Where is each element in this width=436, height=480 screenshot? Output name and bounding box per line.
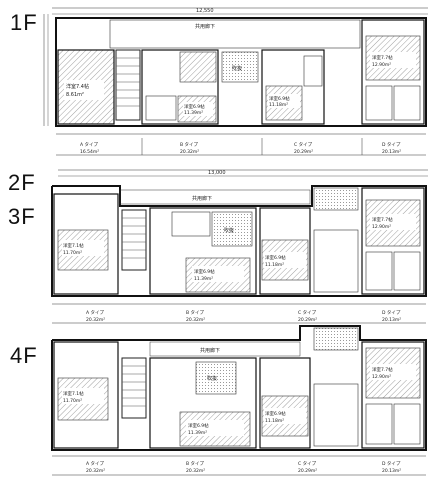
unit-1f-c-size: 20.29m² [294, 149, 313, 155]
unit-1f-c-area: 11.18m² [269, 102, 288, 108]
unit-2f-c-name: 洋室6.9帖 [265, 254, 286, 261]
unit-4f-b-area: 11.39m² [188, 430, 207, 436]
unit-2f-c-area: 11.18m² [265, 262, 284, 268]
unit-1f-d-size: 20.13m² [382, 149, 401, 155]
unit-2f-a-type: A タイプ [86, 309, 105, 316]
floor-label-2f: 2F [8, 170, 36, 195]
unit-2f-d-type: D タイプ [382, 309, 401, 316]
corridor-label-2f3f: 共用廊下 [192, 195, 212, 202]
unit-2f-d-size: 20.13m² [382, 317, 401, 323]
unit-1f-c-type: C タイプ [294, 141, 313, 148]
unit-1f-b-size: 20.32m² [180, 149, 199, 155]
unit-4f-c-name: 洋室6.9帖 [265, 410, 286, 417]
corridor-label-4f: 共用廊下 [200, 347, 220, 354]
floor-label-1f: 1F [10, 10, 38, 35]
void-label-2f3f: 吹抜 [224, 227, 234, 234]
unit-2f-b-area: 11.39m² [194, 276, 213, 282]
unit-4f-d-size: 20.13m² [382, 468, 401, 474]
unit-2f-d-name: 洋室7.7帖 [372, 216, 393, 223]
unit-2f-c-type: C タイプ [298, 309, 317, 316]
unit-4f-b-type: B タイプ [186, 460, 205, 467]
floor-label-3f: 3F [8, 204, 36, 229]
unit-2f-a-name: 洋室7.1帖 [63, 242, 84, 249]
unit-1f-b-name: 洋室6.9帖 [184, 103, 205, 110]
unit-4f-a-type: A タイプ [86, 460, 105, 467]
void-label-1f: 吹抜 [232, 65, 242, 72]
floor-label-4f: 4F [10, 343, 38, 368]
unit-4f-b-size: 20.32m² [186, 468, 205, 474]
unit-4f-c-area: 11.18m² [265, 418, 284, 424]
unit-1f-d-area: 12.90m² [372, 62, 391, 68]
unit-1f-a-name: 洋室7.4帖 [66, 83, 89, 90]
unit-4f-a-area: 11.70m² [63, 398, 82, 404]
unit-4f-a-size: 20.32m² [86, 468, 105, 474]
dim-top-1f: 12,550 [196, 8, 214, 14]
unit-1f-c-name: 洋室6.9帖 [269, 95, 290, 102]
unit-2f-b-size: 20.32m² [186, 317, 205, 323]
plan-4f: 共用廊下 洋室7.1帖 11.70m² 吹抜 洋室6.9帖 11.39m² 洋室… [51, 325, 427, 476]
unit-1f-a-area: 8.61m² [66, 92, 84, 98]
plan-1f: 12,550 共用廊下 洋室7.4帖 8.61m² 洋室6.9帖 11.39m² [43, 7, 428, 156]
unit-1f-d-type: D タイプ [382, 141, 401, 148]
unit-4f-b-name: 洋室6.9帖 [188, 422, 209, 429]
dim-top-2f3f: 13,000 [208, 170, 226, 176]
unit-4f-d-type: D タイプ [382, 460, 401, 467]
unit-2f-a-area: 11.70m² [63, 250, 82, 256]
unit-4f-c-type: C タイプ [298, 460, 317, 467]
unit-2f-a-size: 20.32m² [86, 317, 105, 323]
corridor-label-1f: 共用廊下 [195, 23, 215, 30]
unit-4f-d-name: 洋室7.7帖 [372, 366, 393, 373]
unit-4f-a-name: 洋室7.1帖 [63, 390, 84, 397]
unit-2f-b-type: B タイプ [186, 309, 205, 316]
unit-1f-a-type: A タイプ [80, 141, 99, 148]
unit-4f-c-size: 20.29m² [298, 468, 317, 474]
unit-4f-d-area: 12.90m² [372, 374, 391, 380]
unit-2f-d-area: 12.90m² [372, 224, 391, 230]
unit-2f-c-size: 20.29m² [298, 317, 317, 323]
void-label-4f: 吹抜 [207, 375, 217, 382]
unit-2f-b-name: 洋室6.9帖 [194, 268, 215, 275]
unit-1f-b-area: 11.39m² [184, 110, 203, 116]
unit-1f-b-type: B タイプ [180, 141, 199, 148]
unit-1f-d-name: 洋室7.7帖 [372, 54, 393, 61]
unit-1f-a-size: 16.54m² [80, 149, 99, 155]
plan-2f-3f: 13,000 共用廊下 洋室7.1帖 11.70m² 吹抜 洋室6.9帖 11.… [51, 169, 428, 324]
